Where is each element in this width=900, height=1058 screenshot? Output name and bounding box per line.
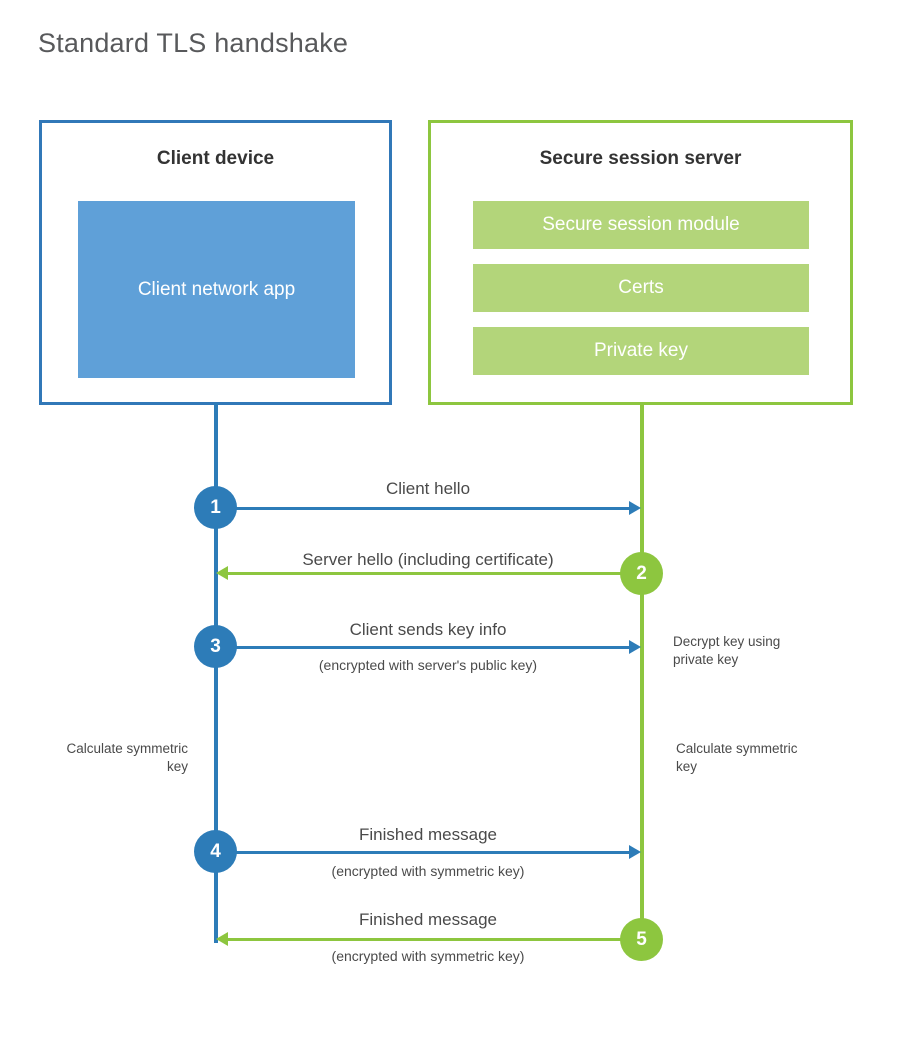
step-5-arrow-line bbox=[228, 938, 630, 941]
step-2-arrow-line bbox=[228, 572, 630, 575]
page-title: Standard TLS handshake bbox=[38, 28, 349, 58]
server-component-stack: Secure session module Certs Private key bbox=[473, 201, 809, 375]
secure-session-server-box: Secure session server Secure session mod… bbox=[428, 120, 853, 405]
step-2-label: Server hello (including certificate) bbox=[302, 550, 554, 569]
step-5-sublabel: (encrypted with symmetric key) bbox=[331, 948, 525, 964]
step-4-number-badge: 4 bbox=[194, 830, 237, 873]
step-2-arrow-head-icon bbox=[216, 566, 228, 580]
client-network-app-block: Client network app bbox=[78, 201, 355, 378]
step-1-arrow-line bbox=[216, 507, 630, 510]
server-item-secure-session-module: Secure session module bbox=[473, 201, 809, 249]
step-4-arrow-line bbox=[216, 851, 630, 854]
step-1-arrow-head-icon bbox=[629, 501, 641, 515]
client-device-title: Client device bbox=[156, 148, 275, 169]
step-3-number-badge: 3 bbox=[194, 625, 237, 668]
note-server-calculate-symmetric-key: Calculate symmetric key bbox=[676, 741, 798, 775]
server-lifeline bbox=[640, 403, 644, 943]
secure-session-server-title: Secure session server bbox=[539, 148, 742, 169]
step-1-number-badge: 1 bbox=[194, 486, 237, 529]
step-1-label: Client hello bbox=[385, 479, 471, 498]
step-5-arrow-head-icon bbox=[216, 932, 228, 946]
step-5-label: Finished message bbox=[359, 910, 497, 929]
note-client-calculate-symmetric-key: Calculate symmetric key bbox=[66, 741, 188, 775]
step-4-arrow-head-icon bbox=[629, 845, 641, 859]
step-5-number-badge: 5 bbox=[620, 918, 663, 961]
note-decrypt-key: Decrypt key using private key bbox=[673, 634, 781, 668]
step-3-label: Client sends key info bbox=[349, 620, 507, 639]
step-4-label: Finished message bbox=[359, 825, 497, 844]
step-3-sublabel: (encrypted with server's public key) bbox=[318, 657, 538, 673]
step-3-arrow-line bbox=[216, 646, 630, 649]
step-4-sublabel: (encrypted with symmetric key) bbox=[331, 863, 525, 879]
step-2-number-badge: 2 bbox=[620, 552, 663, 595]
server-item-certs: Certs bbox=[473, 264, 809, 312]
step-3-arrow-head-icon bbox=[629, 640, 641, 654]
client-device-box: Client device Client network app bbox=[39, 120, 392, 405]
client-lifeline bbox=[214, 403, 218, 943]
server-item-private-key: Private key bbox=[473, 327, 809, 375]
